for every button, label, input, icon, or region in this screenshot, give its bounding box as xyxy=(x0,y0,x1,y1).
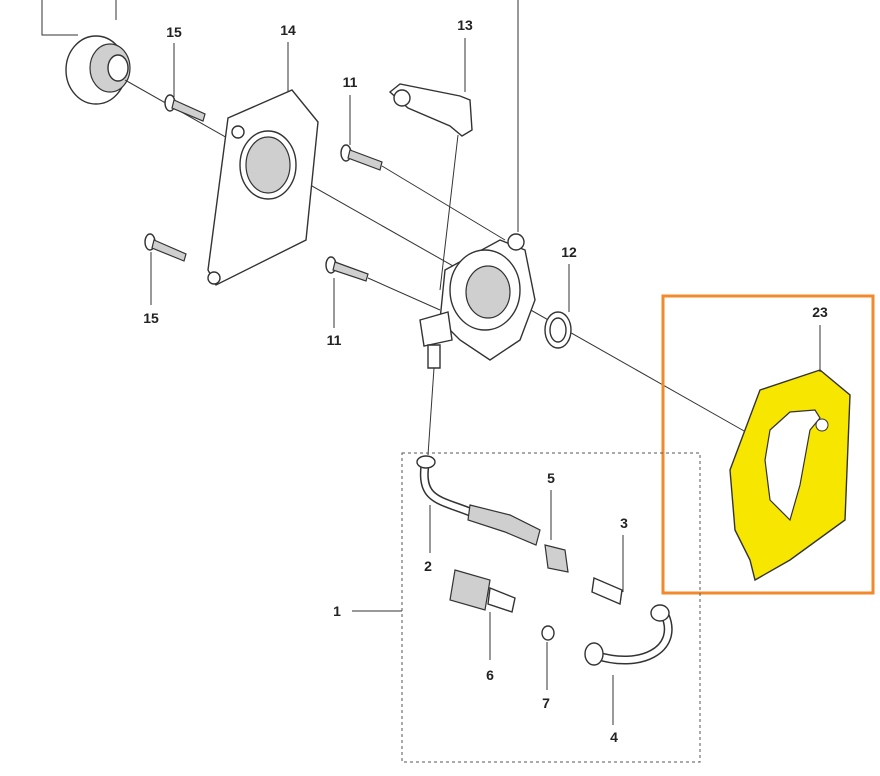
callout-7: 7 xyxy=(542,695,550,711)
oil-pump-body xyxy=(419,233,536,456)
clip-7 xyxy=(541,625,555,690)
guide-plate-23[interactable] xyxy=(729,325,851,582)
callout-1: 1 xyxy=(333,603,341,619)
hose-2 xyxy=(416,455,541,553)
callout-3: 3 xyxy=(620,515,628,531)
filter-6 xyxy=(449,569,516,660)
callout-14: 14 xyxy=(280,22,296,38)
callout-15: 15 xyxy=(166,24,182,40)
leader-line xyxy=(41,0,78,36)
callout-23: 23 xyxy=(812,304,828,320)
callout-11: 11 xyxy=(327,332,342,348)
screw-11-bottom xyxy=(325,256,441,328)
hose-4 xyxy=(584,604,673,725)
screw-15-bottom xyxy=(144,233,187,305)
callout-13: 13 xyxy=(457,17,473,33)
callout-5: 5 xyxy=(547,470,555,486)
sprocket-part xyxy=(65,35,131,105)
adjusting-lever-13 xyxy=(388,38,473,291)
screw-11-top xyxy=(340,95,506,241)
highlight-box xyxy=(661,294,875,595)
cover-plate-14 xyxy=(207,42,319,286)
screw-15-top xyxy=(164,43,206,122)
kit-boundary-box xyxy=(401,452,701,763)
connector-3 xyxy=(591,535,624,606)
washer-12 xyxy=(544,264,572,349)
callout-2: 2 xyxy=(424,558,432,574)
bushing-5 xyxy=(544,490,569,573)
callout-6: 6 xyxy=(486,667,494,683)
callout-11: 11 xyxy=(343,74,358,90)
callout-15: 15 xyxy=(143,310,159,326)
callout-4: 4 xyxy=(610,729,618,745)
callout-12: 12 xyxy=(561,244,577,260)
